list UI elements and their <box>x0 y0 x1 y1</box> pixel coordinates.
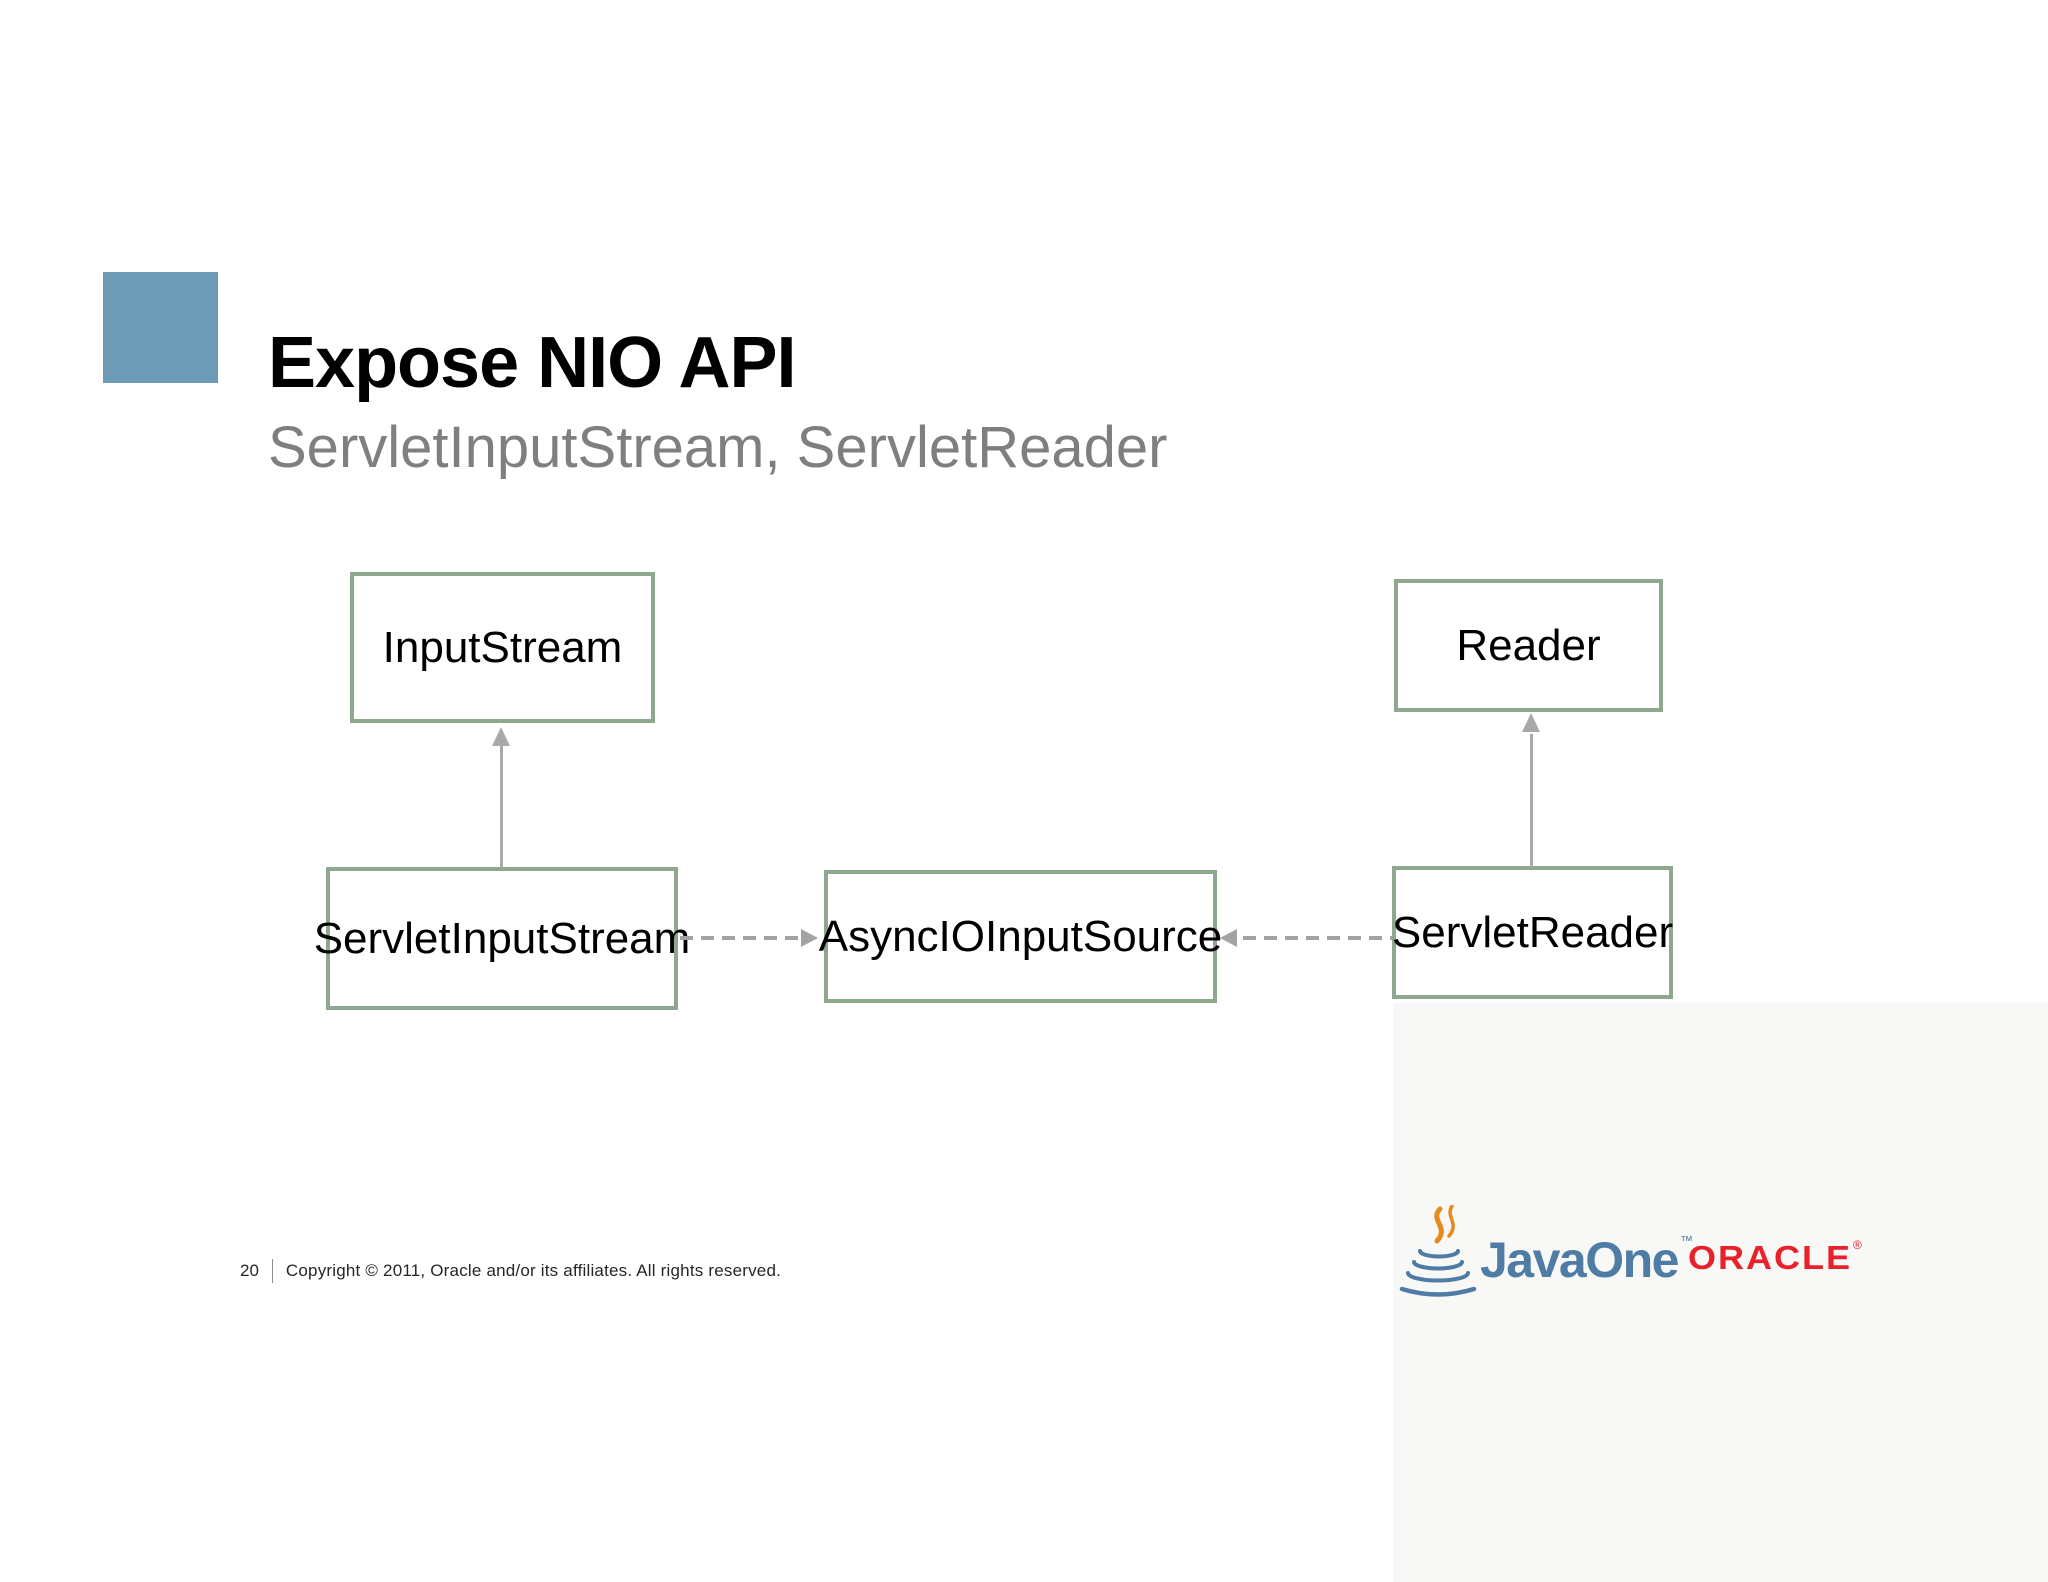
arrowhead-left-icon <box>1220 929 1237 947</box>
javaone-logo: JavaOne ™ <box>1396 1205 1693 1299</box>
oracle-wordmark: ORACLE <box>1688 1238 1852 1277</box>
javaone-cup-icon <box>1399 1205 1477 1297</box>
class-box-label: Reader <box>1456 620 1601 670</box>
footer-copyright: Copyright © 2011, Oracle and/or its affi… <box>285 1261 782 1280</box>
class-box-servletreader: ServletReader <box>1392 866 1673 999</box>
class-box-label: InputStream <box>382 622 623 672</box>
class-box-label: ServletInputStream <box>313 913 691 963</box>
oracle-registered-symbol: ® <box>1853 1238 1862 1252</box>
inheritance-arrow-servletinputstream-to-inputstream <box>500 745 503 868</box>
class-box-inputstream: InputStream <box>350 572 655 723</box>
dependency-arrow-servletreader-to-asyncioinputsource <box>1243 936 1392 940</box>
javaone-trademark-symbol: ™ <box>1679 1233 1693 1248</box>
arrowhead-right-icon <box>801 929 818 947</box>
class-box-label: ServletReader <box>1391 907 1674 957</box>
page-subtitle: ServletInputStream, ServletReader <box>268 415 1168 480</box>
arrowhead-up-icon <box>1522 713 1540 732</box>
footer-divider <box>271 1259 273 1283</box>
dependency-arrow-servletinputstream-to-asyncioinputsource <box>680 936 800 940</box>
class-box-asyncioinputsource: AsyncIOInputSource <box>819 870 1222 1003</box>
inheritance-arrow-servletreader-to-reader <box>1530 734 1533 867</box>
page-title: Expose NIO API <box>268 323 796 403</box>
javaone-wordmark: JavaOne <box>1480 1232 1679 1288</box>
accent-square <box>103 272 218 383</box>
class-box-servletinputstream: ServletInputStream <box>314 867 690 1010</box>
class-box-label: AsyncIOInputSource <box>818 911 1223 961</box>
class-box-reader: Reader <box>1394 579 1663 712</box>
arrowhead-up-icon <box>492 727 510 746</box>
footer: 20 Copyright © 2011, Oracle and/or its a… <box>240 1259 781 1283</box>
bottom-right-shade <box>1393 1003 2048 1582</box>
oracle-logo: ORACLE ® <box>1688 1238 1862 1277</box>
footer-page-number: 20 <box>240 1261 259 1280</box>
